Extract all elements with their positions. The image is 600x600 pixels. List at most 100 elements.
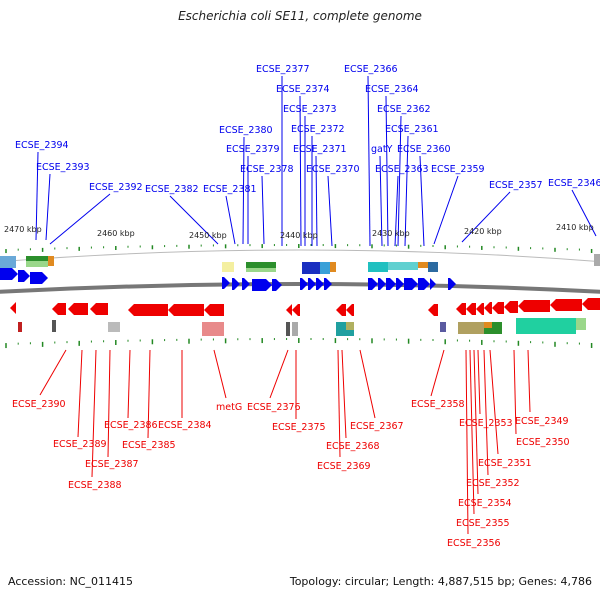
forward-gene-label: ECSE_2393 — [36, 162, 90, 173]
leader-line — [45, 173, 51, 241]
genome-title: Escherichia coli SE11, complete genome — [178, 9, 422, 23]
reverse-gene-arrow — [484, 302, 492, 314]
leader-line — [169, 195, 219, 245]
leader-line — [430, 349, 445, 397]
forward-gene-arrow — [378, 278, 386, 290]
leader-line — [269, 349, 289, 399]
reverse-gene-label: metG — [216, 402, 242, 413]
leader-line — [242, 136, 245, 245]
accession-label: Accession: NC_011415 — [8, 575, 134, 588]
forward-gene-arrow — [386, 278, 396, 290]
reverse-gene-label: ECSE_2350 — [516, 437, 570, 448]
forward-gene-label: ECSE_2362 — [377, 104, 431, 115]
function-block — [320, 262, 330, 274]
leader-line — [404, 135, 409, 247]
forward-gene-arrow — [308, 278, 316, 290]
reverse-gene-arrow — [550, 299, 582, 311]
reverse-gene-label: ECSE_2355 — [456, 518, 510, 529]
function-block — [388, 262, 418, 270]
leader-line — [385, 95, 389, 247]
leader-line — [91, 349, 97, 478]
leader-line — [107, 349, 111, 458]
function-block — [26, 256, 48, 261]
forward-gene-arrow — [252, 279, 272, 291]
forward-gene-label: gatY — [371, 144, 393, 155]
cog-blocks — [0, 254, 600, 336]
reverse-gene-label: ECSE_2376 — [247, 402, 301, 413]
reverse-gene-arrow — [456, 303, 466, 315]
scale-label: 2460 kbp — [97, 229, 135, 238]
reverse-gene-arrow — [336, 304, 346, 316]
scale-label: 2410 kbp — [556, 223, 594, 232]
forward-gene-arrow — [0, 268, 18, 280]
leader-line — [337, 349, 341, 458]
leader-line — [39, 349, 67, 396]
scale-label: 2420 kbp — [464, 227, 502, 236]
leader-line — [379, 155, 383, 247]
forward-gene-label: ECSE_2378 — [240, 164, 294, 175]
forward-gene-label: ECSE_2357 — [489, 180, 543, 191]
forward-gene-label: ECSE_2346 — [548, 178, 600, 189]
function-block — [302, 262, 320, 274]
leader-line — [261, 175, 265, 245]
reverse-gene-arrow — [518, 300, 550, 312]
forward-gene-label: ECSE_2372 — [291, 124, 345, 135]
leader-line — [513, 349, 517, 435]
leader-line — [465, 349, 469, 535]
forward-gene-arrow — [448, 278, 456, 290]
forward-gene-arrow — [418, 278, 430, 290]
forward-gene-arrow — [396, 278, 404, 290]
forward-gene-arrow — [324, 278, 332, 290]
forward-gene-label: ECSE_2379 — [226, 144, 280, 155]
leader-line — [367, 75, 371, 247]
leader-line — [483, 349, 489, 476]
forward-gene-label: ECSE_2361 — [385, 124, 439, 135]
forward-gene-label: ECSE_2380 — [219, 125, 273, 136]
function-block — [222, 262, 234, 272]
reverse-gene-arrow — [476, 303, 484, 315]
function-block — [48, 256, 54, 266]
forward-gene-arrow — [300, 278, 308, 290]
function-block — [330, 262, 336, 272]
reverse-gene-arrow — [492, 302, 504, 314]
forward-gene-arrow — [30, 272, 48, 284]
reverse-gene-arrow — [346, 304, 354, 316]
leader-line — [571, 189, 597, 237]
leader-line — [477, 349, 481, 415]
forward-gene-label: ECSE_2366 — [344, 64, 398, 75]
leader-line — [225, 195, 236, 245]
reverse-gene-label: ECSE_2369 — [317, 461, 371, 472]
reverse-gene-label: ECSE_2384 — [158, 420, 212, 431]
function-block — [108, 322, 120, 332]
reverse-gene-label: ECSE_2387 — [85, 459, 139, 470]
leader-lines — [35, 75, 597, 535]
leader-line — [433, 175, 459, 245]
leader-line — [49, 193, 111, 245]
forward-gene-label: ECSE_2371 — [293, 144, 347, 155]
reverse-gene-arrow — [168, 304, 204, 316]
reverse-gene-arrow — [52, 303, 66, 315]
forward-gene-label: ECSE_2364 — [365, 84, 419, 95]
leader-line — [315, 155, 318, 247]
scale-label: 2450 kbp — [189, 231, 227, 240]
function-block — [292, 322, 298, 336]
reverse-gene-arrow — [582, 298, 600, 310]
function-block — [346, 322, 354, 330]
leader-line — [299, 95, 302, 247]
reverse-gene-arrow — [10, 302, 16, 314]
leader-line — [341, 349, 347, 439]
scale-label: 2470 kbp — [4, 225, 42, 234]
reverse-gene-arrow — [204, 304, 224, 316]
leader-line — [35, 151, 39, 241]
scale-label: 2430 kbp — [372, 229, 410, 238]
forward-gene-label: ECSE_2394 — [15, 140, 69, 151]
forward-gene-arrow — [18, 270, 30, 282]
scale-ruler — [5, 244, 593, 349]
forward-gene-arrow — [242, 278, 250, 290]
forward-gene-arrow — [232, 278, 240, 290]
reverse-gene-arrow — [292, 304, 300, 316]
function-block — [52, 320, 56, 332]
reverse-gene-label: ECSE_2353 — [459, 418, 513, 429]
leader-line — [327, 175, 333, 247]
